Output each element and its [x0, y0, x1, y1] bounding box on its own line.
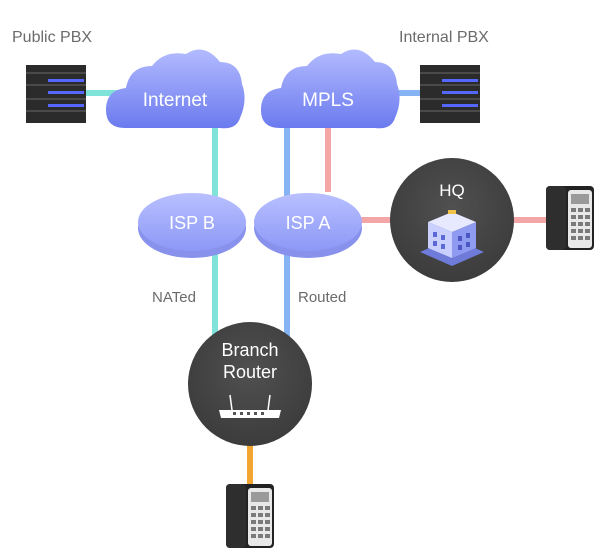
branch-router-label-line2: Router	[223, 362, 277, 382]
server-rack-icon	[26, 65, 86, 123]
isp-b-label: ISP B	[169, 213, 215, 233]
public-pbx-label: Public PBX	[12, 29, 92, 46]
mpls-label: MPLS	[302, 90, 354, 111]
building-icon	[420, 210, 484, 266]
hq-node: HQ	[390, 158, 514, 282]
desk-phone-icon	[226, 484, 274, 548]
cloud-icon	[260, 49, 400, 129]
mpls-cloud: MPLS	[260, 49, 400, 129]
isp-b-node: ISP B	[138, 193, 246, 258]
desk-phone-icon	[546, 186, 594, 250]
branch-router-node: Branch Router	[188, 322, 312, 446]
internal-pbx-label: Internal PBX	[399, 29, 489, 46]
internet-label: Internet	[143, 90, 208, 111]
nated-label: NATed	[152, 289, 196, 306]
server-rack-icon	[420, 65, 480, 123]
branch-router-label-line1: Branch	[221, 340, 278, 360]
cloud-icon	[105, 49, 245, 129]
router-icon	[219, 394, 281, 418]
isp-a-label: ISP A	[286, 213, 331, 233]
hq-label: HQ	[439, 181, 465, 200]
isp-a-node: ISP A	[254, 193, 362, 258]
routed-label: Routed	[298, 289, 346, 306]
internet-cloud: Internet	[105, 49, 245, 129]
